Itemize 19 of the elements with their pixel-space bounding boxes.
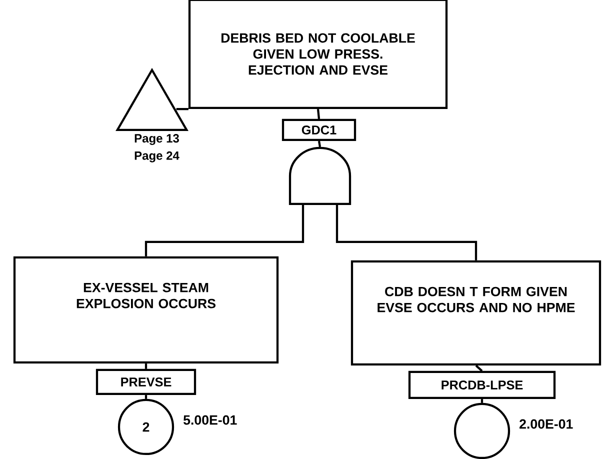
connector-line	[144, 205, 304, 256]
connector-line	[318, 140, 322, 148]
event-label-box: PREVSE	[96, 368, 196, 396]
connector-line	[144, 364, 148, 369]
connector-line	[176, 108, 188, 110]
and-gate-drawing	[288, 146, 352, 206]
connector-line	[316, 108, 320, 120]
connector-line	[336, 205, 478, 260]
top-event-box: DEBRIS BED NOT COOLABLE GIVEN LOW PRESS. EJECTION AND EVSE	[188, 0, 448, 110]
connector-line	[144, 395, 148, 399]
connector-line	[475, 364, 483, 372]
event-box: EX-VESSEL STEAM EXPLOSION OCCURS	[13, 256, 279, 364]
event-label-box: PRCDB-LPSE	[408, 370, 556, 400]
page-reference: Page 13 Page 24	[134, 134, 180, 162]
probability-label: 5.00E-01	[184, 415, 237, 425]
connector-line	[480, 399, 484, 403]
event-box: CDB DOESN T FORM GIVEN EVSE OCCURS AND NO HPME	[350, 260, 602, 366]
gate-label-box: GDC1	[282, 118, 356, 142]
probability-label: 2.00E-01	[520, 419, 573, 429]
